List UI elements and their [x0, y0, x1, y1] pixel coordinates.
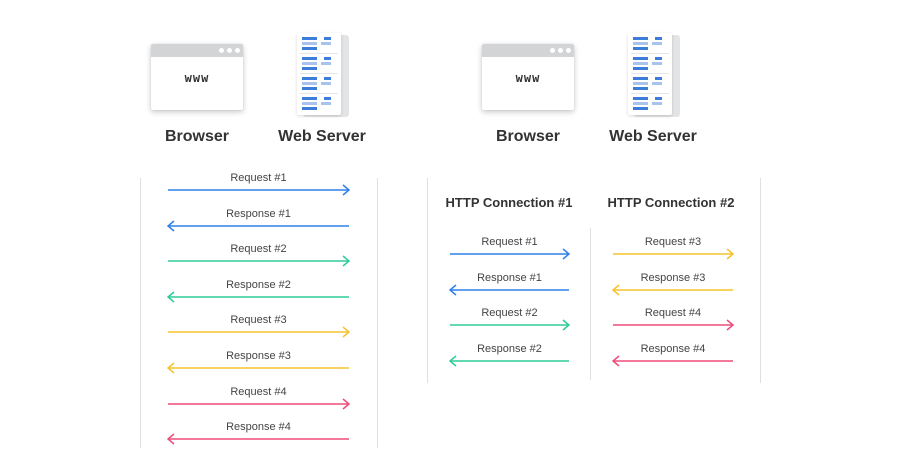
connection-1-arrow-4: [449, 355, 569, 367]
left-sequence-label-4: Response #2: [226, 278, 291, 291]
right-panel-left-border: [427, 178, 428, 383]
left-sequence-label-8: Response #4: [226, 421, 291, 434]
right-panel-right-border: [760, 178, 761, 383]
connection-2-arrow-1: [613, 248, 734, 260]
left-sequence-label-3: Request #2: [230, 243, 287, 256]
left-panel-right-border: [377, 178, 378, 448]
connection-1-label-1: Request #1: [481, 236, 538, 248]
left-web-server-label: Web Server: [278, 128, 366, 145]
left-sequence-arrow-7: [168, 398, 350, 410]
left-browser-url: www: [184, 71, 210, 85]
left-sequence-label-5: Request #3: [230, 314, 287, 327]
right-browser-icon: www: [482, 44, 574, 110]
left-sequence-arrow-2: [167, 220, 349, 232]
connection-1-arrow-3: [450, 319, 570, 331]
left-browser-label: Browser: [164, 128, 230, 145]
connection-divider: [590, 228, 591, 380]
connection-1-arrow-1: [450, 248, 570, 260]
right-browser-label: Browser: [495, 128, 561, 145]
left-sequence-label-7: Request #4: [230, 385, 287, 398]
http-connection-1-title: HTTP Connection #1: [445, 195, 573, 210]
right-web-server-label: Web Server: [609, 128, 697, 145]
connection-1-arrow-2: [449, 284, 569, 296]
left-sequence-arrow-4: [167, 291, 349, 303]
left-sequence-arrow-6: [167, 362, 349, 374]
left-browser-icon: www: [151, 44, 243, 110]
left-sequence-arrow-8: [167, 433, 349, 445]
connection-2-label-2: Response #3: [640, 271, 706, 284]
connection-2-label-4: Response #4: [640, 342, 706, 355]
left-sequence-label-2: Response #1: [226, 207, 291, 220]
http-connection-2-title: HTTP Connection #2: [607, 195, 735, 210]
left-web-server-icon: [297, 33, 349, 117]
connection-2-label-3: Request #4: [644, 307, 702, 320]
connection-2-arrow-3: [613, 319, 734, 331]
left-sequence-arrow-3: [168, 255, 350, 267]
connection-1-label-3: Request #2: [481, 307, 538, 320]
connection-1-label-4: Response #2: [477, 342, 542, 355]
connection-1-label-2: Response #1: [477, 271, 542, 284]
connection-2-arrow-4: [612, 355, 733, 367]
connection-2-arrow-2: [612, 284, 733, 296]
left-sequence-label-6: Response #3: [226, 350, 291, 362]
right-browser-url: www: [515, 71, 541, 85]
left-sequence-arrow-5: [168, 326, 350, 338]
left-sequence-arrow-1: [168, 184, 350, 196]
left-sequence-label-1: Request #1: [230, 172, 287, 184]
left-panel-left-border: [140, 178, 141, 448]
right-web-server-icon: [628, 33, 680, 117]
connection-2-label-1: Request #3: [644, 236, 702, 248]
